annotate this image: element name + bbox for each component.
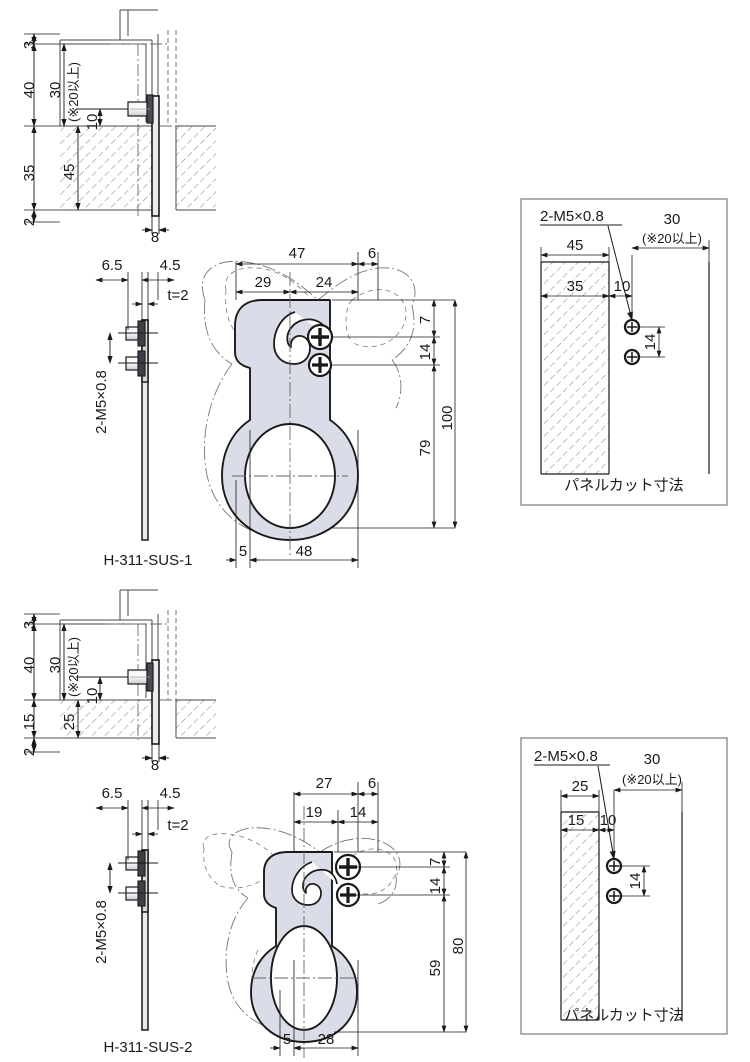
dim-v2-s-30-note: (※20以上) (66, 637, 81, 697)
dim-v1-s-10: 10 (84, 114, 101, 131)
dim-v1-f-14: 14 (417, 344, 434, 361)
bolt-section-2 (127, 662, 154, 692)
dim-v2-s-15: 15 (21, 714, 38, 731)
dim-v1-pc-14: 14 (642, 334, 659, 351)
dim-v1-s-30-note: (※20以上) (66, 62, 81, 122)
dim-v2-f-5: 5 (283, 1031, 291, 1048)
dim-v2-s-40: 40 (21, 657, 38, 674)
dim-v2-s-30: 30 (47, 657, 64, 674)
dim-v2-side-4p5: 4.5 (160, 785, 181, 802)
mounting-section-1: 3 40 35 2 30 (※20以上) 10 45 8 (21, 9, 216, 246)
dim-v1-side-t2: t=2 (167, 287, 188, 304)
dim-v2-side-thread: 2-M5×0.8 (93, 900, 110, 964)
dim-v1-s-40: 40 (21, 82, 38, 99)
dim-v2-f-28: 28 (318, 1031, 335, 1048)
panel-cut-caption-1: パネルカット寸法 (564, 476, 684, 494)
dim-v2-s-8: 8 (151, 757, 159, 774)
dim-v2-pc-15: 15 (568, 812, 585, 829)
dim-v1-s-8: 8 (151, 229, 159, 246)
dim-v1-f-6: 6 (368, 245, 376, 262)
dim-v2-f-14r: 14 (427, 878, 444, 895)
dim-v1-s-3: 3 (21, 41, 38, 49)
dim-v1-s-2: 2 (21, 218, 38, 226)
screw-upper-1 (306, 323, 334, 351)
dim-v1-f-48: 48 (296, 543, 313, 560)
dim-v1-s-45: 45 (61, 164, 78, 181)
bolt-lower-1 (118, 350, 158, 377)
hook-cutout-2 (291, 861, 338, 906)
dim-v2-pc-14: 14 (627, 873, 644, 890)
dim-v2-s-3: 3 (21, 621, 38, 629)
bolt-lower-2 (118, 880, 158, 907)
front-view-2: 27 6 19 14 7 14 59 80 (202, 775, 469, 1058)
bolt-upper-2 (118, 850, 158, 877)
dim-v2-side-t2: t=2 (167, 817, 188, 834)
panel-cut-2: 2-M5×0.8 25 30 (※20以上) 15 10 14 (520, 737, 728, 1035)
dim-v2-pc-25: 25 (572, 778, 589, 795)
screw-lower-1 (307, 352, 333, 378)
dim-v2-f-6: 6 (368, 775, 376, 792)
dim-v2-f-19: 19 (306, 804, 323, 821)
dim-v2-f-27: 27 (316, 775, 333, 792)
dim-v2-f-80: 80 (450, 938, 467, 955)
dim-v1-pc-30: 30 (664, 211, 681, 228)
dim-v2-s-10: 10 (84, 688, 101, 705)
dim-v1-f-29: 29 (255, 274, 272, 291)
dim-v1-s-30: 30 (47, 82, 64, 99)
dim-v1-pc-30-note: (※20以上) (642, 231, 702, 246)
side-view-2: 6.5 4.5 t=2 2-M5×0.8 H-311-SUS-2 (93, 785, 192, 1056)
screw-upper-2 (334, 853, 362, 881)
part-label-2: H-311-SUS-2 (104, 1039, 193, 1056)
dim-v1-f-24: 24 (316, 274, 333, 291)
panel-thread-note-1: 2-M5×0.8 (540, 208, 604, 225)
dim-v1-side-6p5: 6.5 (102, 257, 123, 274)
dim-v2-pc-30: 30 (644, 751, 661, 768)
dim-v1-f-100: 100 (439, 405, 456, 430)
dim-v2-f-59: 59 (427, 960, 444, 977)
dim-v2-pc-30-note: (※20以上) (622, 772, 682, 787)
dim-v1-f-79: 79 (417, 440, 434, 457)
screw-lower-2 (335, 882, 361, 908)
panel-thread-note-2: 2-M5×0.8 (534, 748, 598, 765)
part-label-1: H-311-SUS-1 (104, 552, 193, 569)
bolt-upper-1 (118, 320, 158, 347)
dim-v2-f-14: 14 (350, 804, 367, 821)
dim-v1-side-thread: 2-M5×0.8 (93, 370, 110, 434)
dim-v1-pc-10: 10 (614, 278, 631, 295)
dim-v1-f-47: 47 (289, 245, 306, 262)
dim-v1-s-35: 35 (21, 165, 38, 182)
dim-v2-s-2: 2 (21, 748, 38, 756)
panel-cut-caption-2: パネルカット寸法 (564, 1006, 684, 1024)
dim-v2-pc-10: 10 (600, 812, 617, 829)
dim-v1-pc-35: 35 (567, 278, 584, 295)
panel-cut-1: 2-M5×0.8 45 30 (※20以上) 35 10 (520, 198, 728, 506)
front-view-1: 47 6 29 24 7 14 79 100 (201, 245, 458, 568)
mounting-section-2: 3 40 15 2 30 (※20以上) 10 25 8 (21, 589, 216, 774)
dim-v1-f-5: 5 (239, 543, 247, 560)
dim-v2-s-25: 25 (61, 714, 78, 731)
side-view-1: 6.5 4.5 t=2 2-M5×0.8 H-311-SUS-1 (93, 257, 192, 569)
dim-v1-f-7: 7 (417, 316, 434, 324)
dim-v2-side-6p5: 6.5 (102, 785, 123, 802)
dim-v1-pc-45: 45 (567, 237, 584, 254)
dim-v1-side-4p5: 4.5 (160, 257, 181, 274)
dim-v2-f-7: 7 (427, 858, 444, 866)
